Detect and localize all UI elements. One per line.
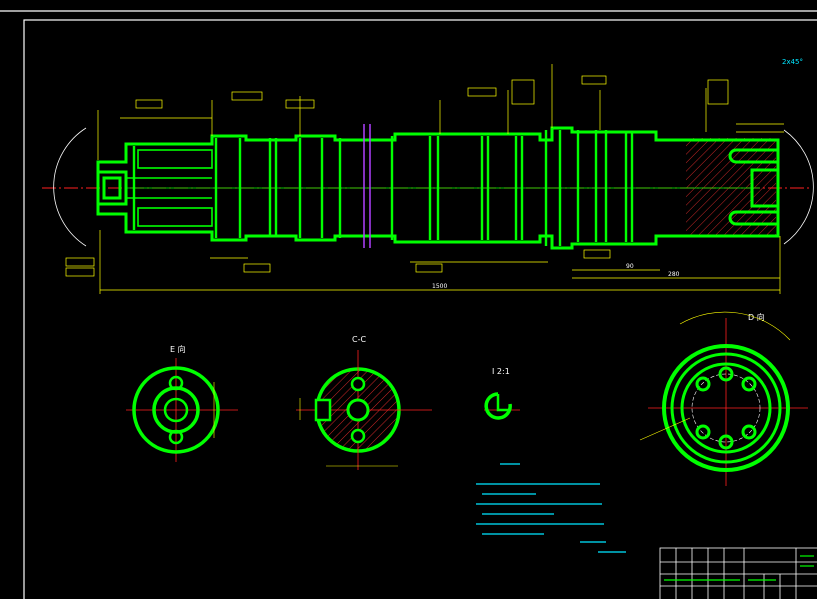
d-view-label: D 向	[748, 312, 765, 322]
technical-requirements-block	[476, 463, 626, 553]
e-view-label: E 向	[170, 344, 186, 354]
detail-i: I 2:1	[484, 367, 520, 420]
shaft-main-view	[42, 124, 814, 250]
sheet-border	[0, 10, 817, 599]
right-end-arc	[783, 129, 814, 245]
title-block-text-placeholders	[664, 555, 814, 581]
left-end-arc	[53, 127, 87, 247]
shaft-outline	[96, 126, 780, 250]
c-c-label: C-C	[352, 335, 366, 344]
corner-chamfer-note: 2x45°	[782, 58, 803, 66]
dim-overall-length: 1500	[432, 283, 447, 290]
detail-i-label: I 2:1	[492, 367, 510, 376]
e-view: E 向	[126, 344, 238, 462]
shaft-inner-features	[126, 149, 760, 227]
d-view: D 向	[639, 311, 808, 486]
c-c-section: C-C	[296, 335, 432, 470]
dim-mid-b: 90	[626, 263, 634, 270]
dimension-lines	[97, 64, 784, 294]
d-view-bolt-holes	[695, 366, 757, 450]
tolerance-frames	[65, 75, 729, 277]
title-block	[659, 547, 817, 599]
section-plane-lines	[363, 124, 371, 248]
dim-mid-a: 280	[668, 271, 680, 278]
